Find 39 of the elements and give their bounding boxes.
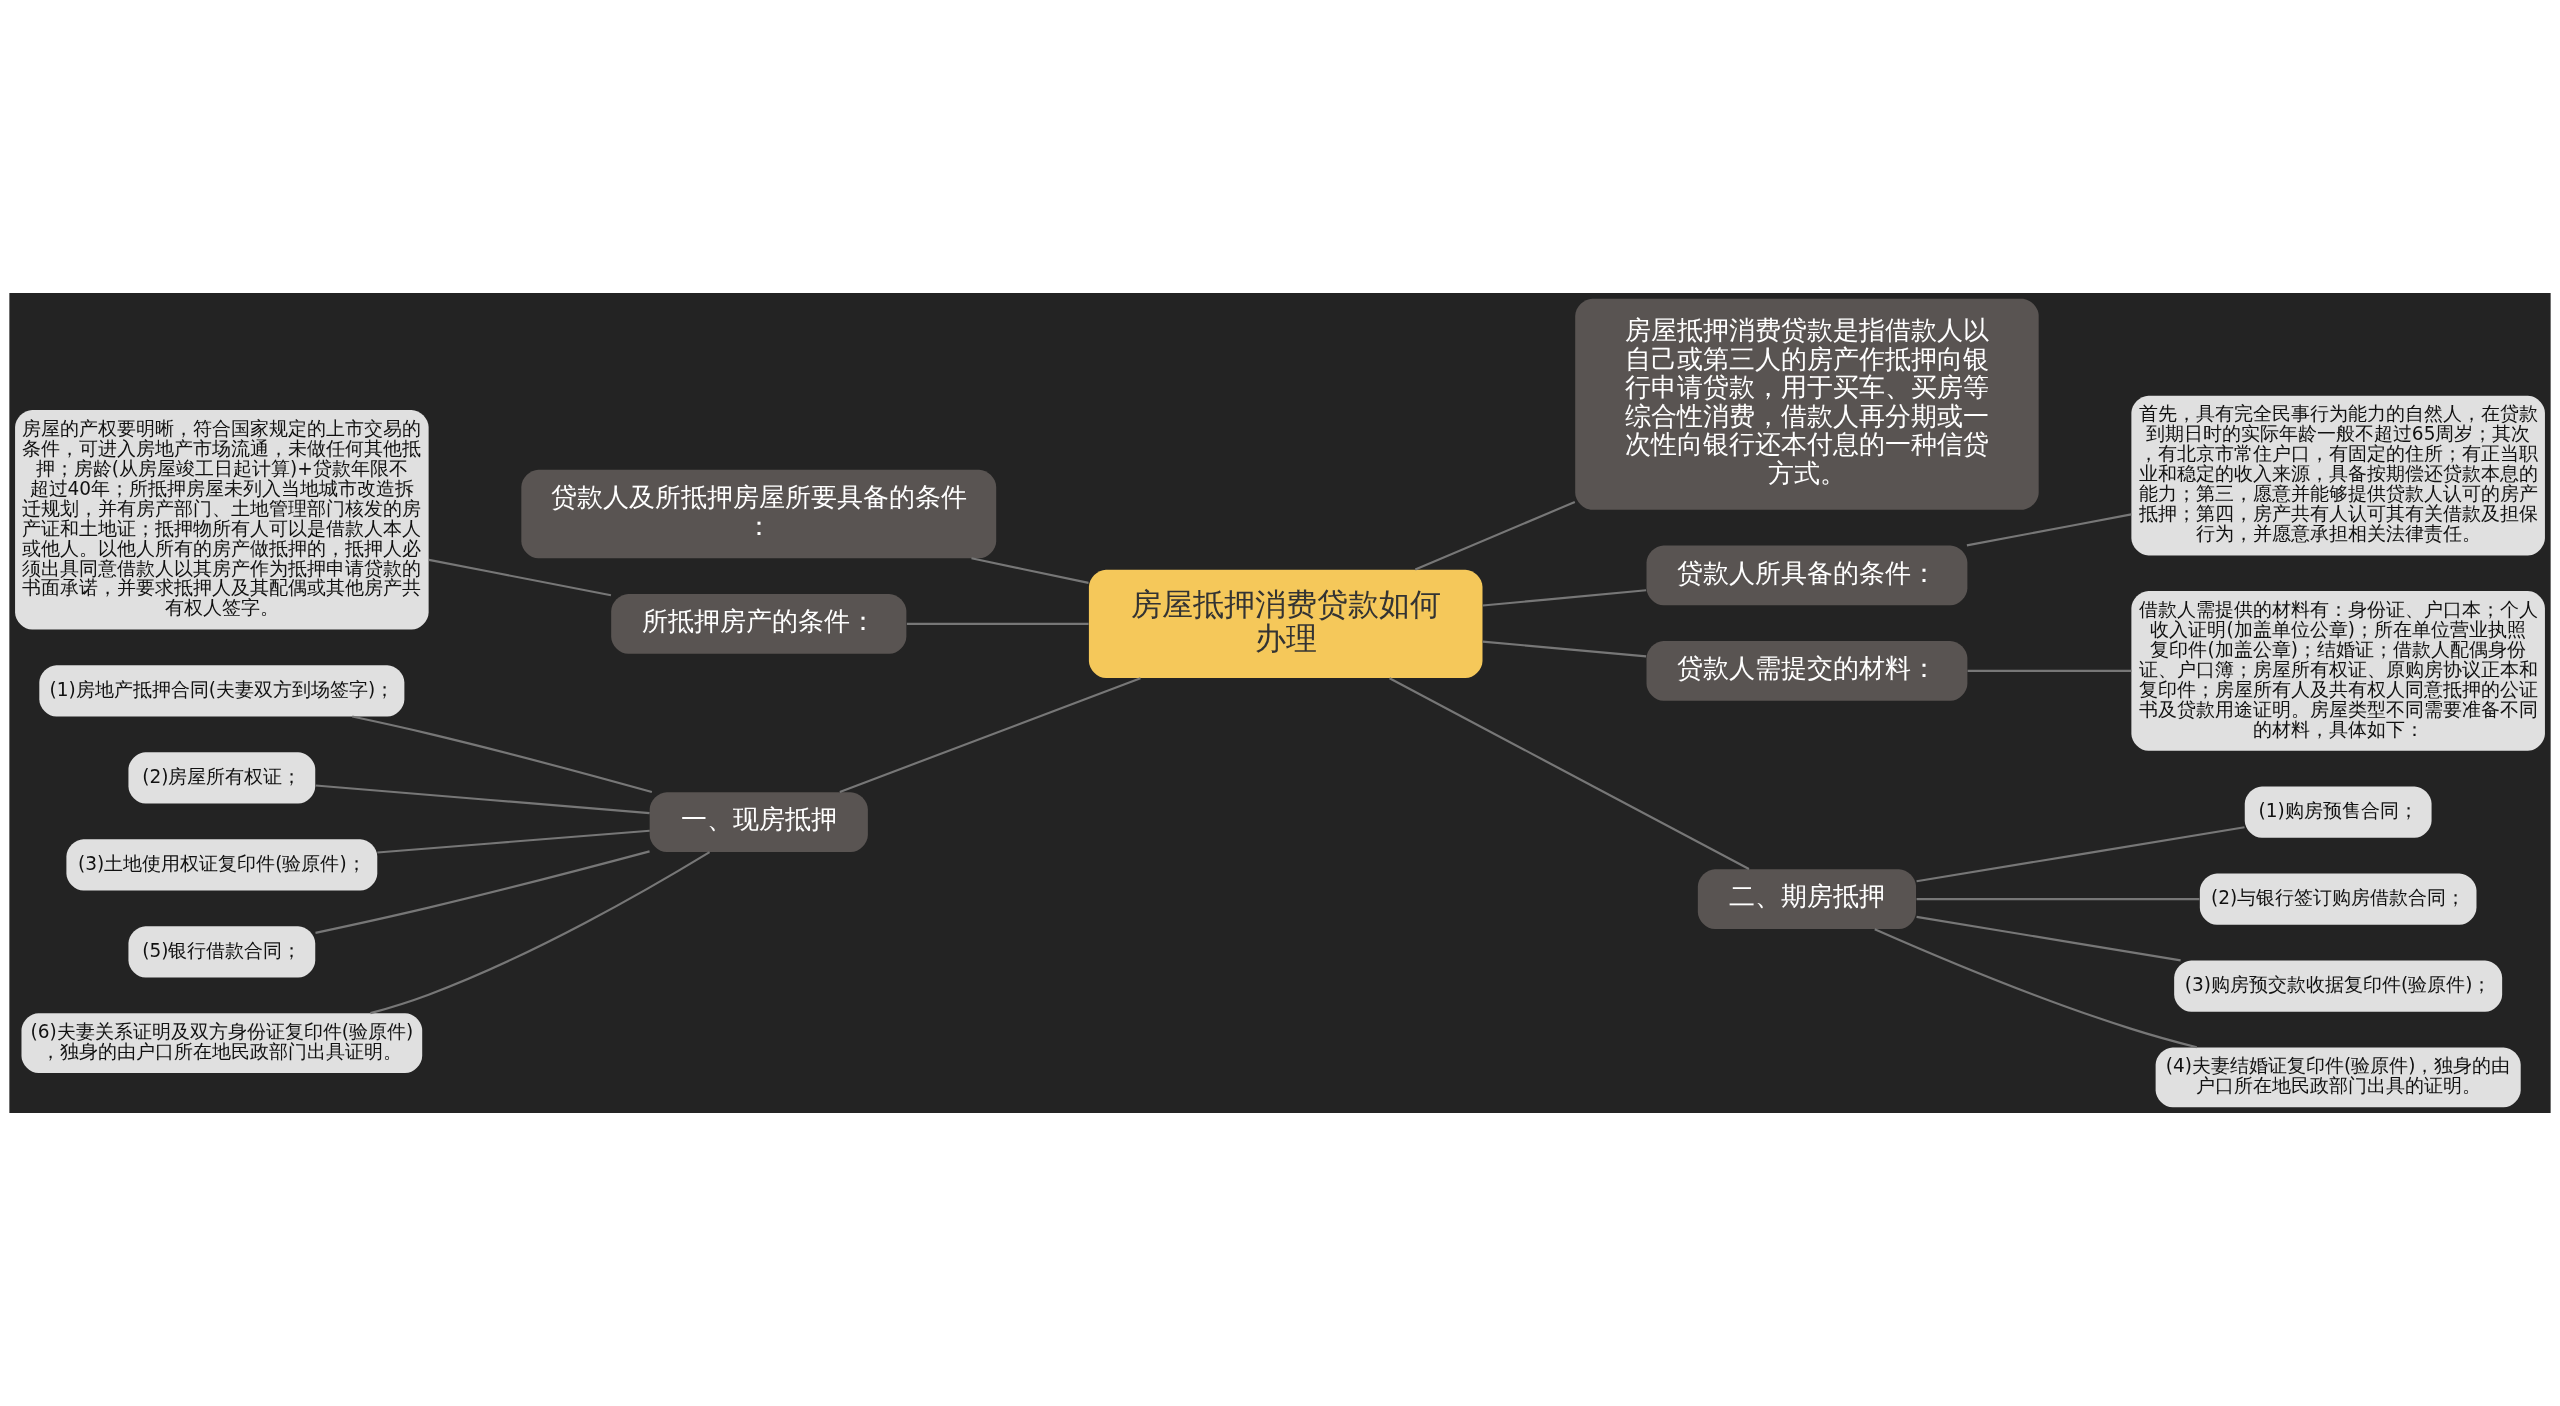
connector <box>1916 915 2181 962</box>
connector <box>315 784 650 815</box>
node-box: (3)土地使用权证复印件(验原件)； <box>66 839 378 891</box>
connector <box>1389 677 1750 870</box>
connector <box>315 850 650 934</box>
connector <box>971 557 1089 584</box>
node-box: (1)房地产抵押合同(夫妻双方到场签字)； <box>39 665 405 717</box>
connector <box>377 829 650 854</box>
node-box: 二、期房抵押 <box>1697 869 1917 930</box>
node-box: 贷款人所具备的条件： <box>1646 545 1968 606</box>
connector <box>1966 513 2132 547</box>
node-box: 贷款人需提交的材料： <box>1646 640 1968 701</box>
connector <box>370 851 711 1015</box>
connector <box>1414 500 1576 571</box>
node-box: (3)购房预交款收据复印件(验原件)； <box>2174 960 2503 1012</box>
connector <box>906 622 1089 625</box>
connector <box>1916 826 2245 883</box>
connector <box>1874 928 2198 1049</box>
connector <box>1967 669 2132 672</box>
node-box: 房屋的产权要明晰，符合国家规定的上市交易的条件，可进入房地产市场流通，未做任何其他抵押；房龄(从房屋竣工日起计算)+贷款年限不超过40年；所抵押房屋未列入当地城市改造拆迁规划，并有房产部门、土地管理部门核发的房产证和土地证；抵押物所有人可以是借款人本人或他人。以他人所有的房产做抵押的，抵押人必须出具同意借款人以其房产作为抵押申请贷款的书面承诺，并要求抵押人及其配偶或其他房产共有权人签字。 <box>15 409 429 630</box>
node-box: 一、现房抵押 <box>649 792 868 853</box>
connector <box>1482 640 1647 658</box>
node-box: 贷款人及所抵押房屋所要具备的条件： <box>521 469 997 559</box>
node-box: (1)购房预售合同； <box>2244 786 2432 838</box>
node-box: 所抵押房产的条件： <box>611 593 907 654</box>
node-box: 借款人需提供的材料有：身份证、户口本；个人收入证明(加盖单位公章)；所在单位营业执照复印件(加盖公章)；结婚证；借款人配偶身份证、户口簿；房屋所有权证、原购房协议正本和复印件；房屋所有人及共有权人同意抵押的公证书及贷款用途证明。房屋类型不同需要准备不同的材料，具体如下： <box>2131 591 2545 751</box>
node-box: 首先，具有完全民事行为能力的自然人，在贷款到期日时的实际年龄一般不超过65周岁；其次，有北京市常住户口，有固定的住所；有正当职业和稳定的收入来源，具备按期偿还贷款本息的能力；第三，愿意并能够提供贷款人认可的房产抵押；第四，房产共有人认可其有关借款及担保行为，并愿意承担相关法律责任。 <box>2131 395 2545 556</box>
node-box: (6)夫妻关系证明及双方身份证复印件(验原件)，独身的由户口所在地民政部门出具证明。 <box>21 1013 423 1074</box>
node-box: 房屋抵押消费贷款是指借款人以自己或第三人的房产作抵押向银行申请贷款，用于买车、买房等综合性消费，借款人再分期或一次性向银行还本付息的一种信贷方式。 <box>1575 298 2039 510</box>
node-box: (2)与银行签订购房借款合同； <box>2199 873 2477 925</box>
node-box: (2)房屋所有权证； <box>128 752 316 804</box>
connector <box>428 558 612 597</box>
connector <box>1482 589 1647 607</box>
connector <box>1916 898 2200 901</box>
node-box: (5)银行借款合同； <box>128 926 316 978</box>
connector <box>352 715 653 794</box>
connector <box>839 677 1141 793</box>
node-box: 房屋抵押消费贷款如何办理 <box>1088 569 1483 679</box>
node-box: (4)夫妻结婚证复印件(验原件)，独身的由户口所在地民政部门出具的证明。 <box>2155 1047 2521 1108</box>
